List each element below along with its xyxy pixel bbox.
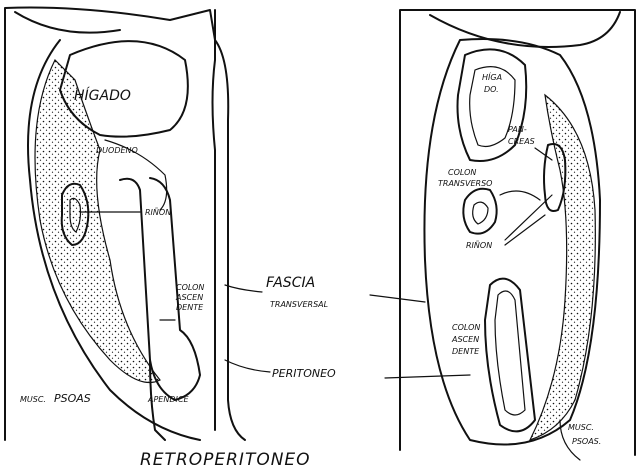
label-colon-left-1: COLON bbox=[176, 283, 204, 292]
label-fascia-1: FASCIA bbox=[266, 275, 315, 291]
label-musc-right-1: MUSC. bbox=[568, 423, 594, 432]
label-apendice: APENDICE bbox=[147, 395, 189, 404]
leader-rinon-right bbox=[505, 195, 552, 240]
label-duodeno: DUODENO bbox=[96, 146, 138, 155]
left-spine bbox=[213, 10, 216, 430]
label-colon-right-1: COLON bbox=[452, 323, 480, 332]
right-section-diagram bbox=[400, 10, 635, 460]
leader-fascia-left bbox=[225, 285, 262, 292]
label-colon-left-2: ASCEN bbox=[175, 293, 203, 302]
label-musc-left-2: PSOAS bbox=[54, 392, 91, 405]
label-higado-right-1: HÍGA bbox=[482, 71, 502, 82]
right-peritoneum-line bbox=[500, 191, 545, 245]
label-colon-transverso-1: COLON bbox=[448, 168, 476, 177]
label-rinon-right: RIÑON bbox=[466, 240, 492, 250]
right-transverse-colon-inner bbox=[473, 202, 488, 224]
left-top-curve bbox=[15, 12, 120, 33]
label-musc-left-1: MUSC. bbox=[20, 395, 46, 404]
caption: RETROPERITONEO bbox=[140, 450, 311, 470]
label-colon-right-3: DENTE bbox=[452, 347, 480, 356]
label-colon-right-2: ASCEN bbox=[451, 335, 479, 344]
label-colon-transverso-2: TRANSVERSO bbox=[438, 179, 492, 188]
label-higado-left: HÍGADO bbox=[74, 87, 131, 104]
label-pancreas-1: PAN- bbox=[508, 125, 527, 134]
leader-peritoneo-right bbox=[385, 375, 470, 378]
label-higado-right-2: DO. bbox=[484, 85, 499, 94]
right-stippled-retroperitoneum bbox=[530, 95, 595, 440]
leader-fascia-right bbox=[370, 295, 425, 302]
left-section-diagram bbox=[5, 8, 245, 441]
leader-pancreas bbox=[535, 148, 552, 160]
right-ascending-colon bbox=[485, 279, 535, 432]
label-rinon-left: RIÑON bbox=[145, 207, 171, 217]
label-fascia-2: TRANSVERSAL bbox=[270, 300, 328, 309]
right-ascending-colon-inner bbox=[495, 291, 525, 415]
right-transverse-colon bbox=[463, 189, 496, 234]
leader-peritoneo-left bbox=[225, 360, 270, 372]
label-colon-left-3: DENTE bbox=[176, 303, 204, 312]
label-musc-right-2: PSOAS. bbox=[572, 437, 601, 446]
label-peritoneo: PERITONEO bbox=[272, 367, 336, 380]
label-pancreas-2: CREAS bbox=[508, 137, 535, 146]
